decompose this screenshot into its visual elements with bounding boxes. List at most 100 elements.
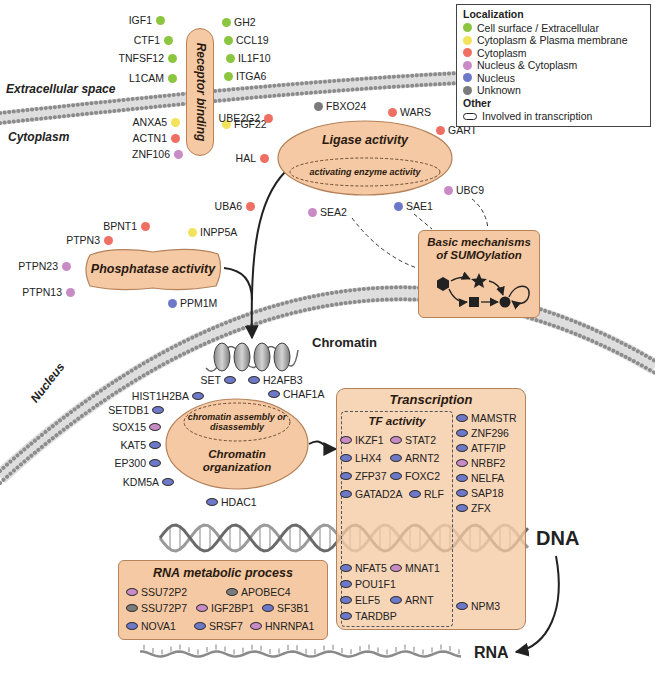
- rna-base: [314, 649, 316, 654]
- gene-dot: [388, 108, 397, 117]
- dashed-leader: [414, 214, 432, 229]
- gene-dot: [308, 208, 317, 217]
- sub-function-ellipse: chromatin assembly or disassembly: [183, 402, 291, 442]
- helix-rung: [169, 527, 171, 550]
- flow-arrow: [252, 172, 285, 338]
- helix-rung: [269, 527, 271, 550]
- legend-swatch: [463, 23, 472, 32]
- flow-connector: [309, 441, 336, 449]
- function-box: RNA metabolic process: [118, 560, 328, 640]
- helix-rung: [209, 527, 211, 550]
- rna-base: [287, 645, 289, 650]
- gene-pill: [152, 406, 164, 414]
- legend-text: Involved in transcription: [482, 110, 592, 123]
- rna-base: [305, 649, 307, 654]
- gene-pill: [149, 441, 161, 449]
- helix-rung: [329, 527, 331, 550]
- gene-label: PTPN13: [22, 287, 62, 298]
- legend-heading: Other: [463, 97, 644, 110]
- legend-swatch: [463, 48, 472, 57]
- region-label: Nucleus: [28, 361, 67, 406]
- plasma-membrane: [0, 78, 460, 118]
- gene-label: PPM1M: [180, 298, 217, 309]
- nucleosome: [214, 343, 230, 371]
- gene-dot: [62, 262, 71, 271]
- gene-dot: [164, 36, 173, 45]
- rna-base: [341, 648, 343, 653]
- region-label: DNA: [536, 527, 579, 549]
- gene-pill: [162, 478, 174, 486]
- gene-dot: [171, 118, 180, 127]
- legend-row: Nucleus: [463, 72, 644, 85]
- helix-rung: [319, 527, 321, 550]
- rna-base: [359, 646, 361, 651]
- cycle-arrow: [509, 286, 529, 303]
- gene-pill: [224, 376, 236, 384]
- gene-label: IL1F10: [238, 53, 271, 64]
- rna-base: [161, 649, 163, 654]
- gene-label: SOX15: [112, 422, 146, 433]
- gene-dot: [444, 186, 453, 195]
- gene-label: UBE2G2: [219, 113, 260, 124]
- rna-base: [179, 645, 181, 650]
- gene-dot: [104, 236, 113, 245]
- rna-base: [206, 647, 208, 652]
- gene-label: EP300: [114, 458, 146, 469]
- gene-pill: [149, 459, 161, 467]
- legend-text: Cell surface / Extracellular: [477, 22, 599, 35]
- dashed-ellipse: [290, 158, 440, 186]
- gene-dot: [246, 202, 255, 211]
- gene-label: KDM5A: [123, 477, 159, 488]
- gene-dot: [394, 202, 403, 211]
- rna-base: [278, 649, 280, 654]
- gene-label: L1CAM: [129, 73, 164, 84]
- rna-base: [368, 645, 370, 650]
- gene-pill: [248, 376, 260, 384]
- gene-pill: [149, 423, 161, 431]
- gene-label: HAL: [236, 153, 256, 164]
- gene-dot: [264, 114, 273, 123]
- blob-outline: [86, 249, 221, 289]
- legend-text: Nucleus: [477, 72, 515, 85]
- node-outline: [277, 120, 453, 196]
- legend-row: Cytoplasm & Plasma membrane: [463, 34, 644, 47]
- legend-swatch: [463, 86, 472, 95]
- gene-label: H2AFB3: [263, 375, 303, 386]
- gene-label: INPP5A: [200, 227, 237, 238]
- gene-label: ZNF106: [132, 149, 170, 160]
- helix-rung: [199, 527, 201, 550]
- legend-swatch: [463, 73, 472, 82]
- node-label: Transcription: [341, 393, 521, 408]
- rna-base: [215, 645, 217, 650]
- gene-label: FGF22: [234, 119, 267, 130]
- gene-dot: [174, 150, 183, 159]
- dashed-ellipse: [184, 403, 290, 441]
- gene-label: ANXA5: [133, 117, 167, 128]
- rna-backbone: [140, 652, 461, 657]
- sumo-icon: [419, 269, 541, 315]
- gene-label: PTPN3: [66, 235, 100, 246]
- node-label: TF activity: [346, 415, 448, 428]
- nucleosome: [274, 343, 290, 371]
- info-box: Basic mechanisms of SUMOylation: [418, 230, 540, 318]
- rna-base: [458, 649, 460, 654]
- gene-dot: [168, 54, 177, 63]
- node-label: Phosphatase activity: [86, 262, 220, 276]
- gene-dot: [66, 288, 75, 297]
- envelope-beads: [0, 287, 655, 471]
- gene-label: WARS: [400, 107, 431, 118]
- helix-rung: [299, 527, 301, 550]
- legend-row: Nucleus & Cytoplasm: [463, 59, 644, 72]
- gene-label: CHAF1A: [283, 389, 324, 400]
- node-label: chromatin assembly or disassembly: [187, 412, 287, 433]
- legend-text: Nucleus & Cytoplasm: [477, 59, 577, 72]
- rna-base: [449, 646, 451, 651]
- legend-text: Unknown: [477, 84, 521, 97]
- receptor-pill: Receptor binding: [186, 28, 214, 156]
- nucleosome: [234, 343, 250, 371]
- hexagon-symbol: [437, 277, 449, 291]
- rna-base: [332, 645, 334, 650]
- gene-label: ACTN1: [133, 133, 167, 144]
- gene-label: CCL19: [236, 35, 269, 46]
- ellipse-outline: [278, 121, 452, 195]
